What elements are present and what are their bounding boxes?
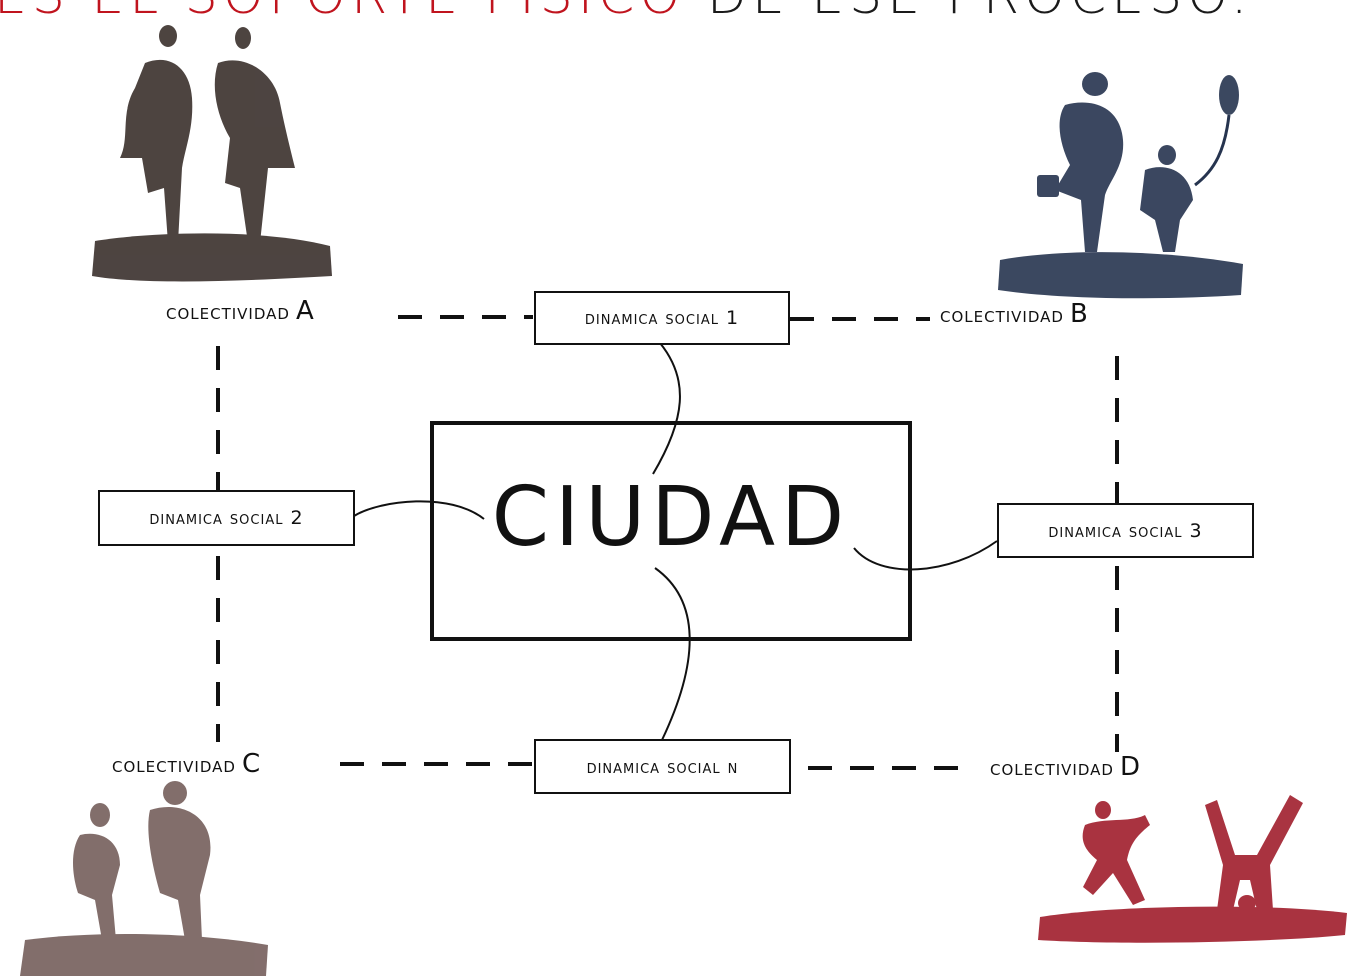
curve-d1-center: [652, 342, 681, 475]
page-heading: ES EL SOPORTE FISICO DE ESE PROCESO.: [0, 0, 1252, 22]
dynamic-social-3-label: DINAMICA SOCIAL 3: [1048, 519, 1203, 542]
mother-child-balloon-illustration: [998, 72, 1243, 299]
dynamic-social-2-box: DINAMICA SOCIAL 2: [98, 490, 355, 546]
dynamic-social-1-label: DINAMICA SOCIAL 1: [584, 307, 740, 329]
city-label: CIUDAD: [491, 470, 851, 565]
dynamic-social-1-box: DINAMICA SOCIAL 1: [534, 291, 790, 345]
collective-b-word: colectividad: [940, 303, 1064, 327]
children-walking-illustration: [20, 781, 268, 976]
collective-d-letter: D: [1119, 752, 1141, 782]
city-box: [430, 421, 912, 641]
collective-d-word: colectividad: [990, 756, 1114, 780]
collective-a-letter: A: [295, 296, 315, 326]
collective-b-letter: B: [1069, 299, 1089, 329]
collective-c-letter: C: [241, 749, 262, 779]
heading-dark-part: DE ESE PROCESO.: [707, 0, 1253, 26]
dynamic-social-n-label: DINAMICA SOCIAL N: [586, 755, 739, 778]
dynamic-social-3-box: DINAMICA SOCIAL 3: [997, 503, 1254, 558]
collective-c-word: colectividad: [112, 753, 236, 777]
curve-dn-center: [654, 567, 691, 741]
collective-a-word: colectividad: [166, 300, 290, 324]
curve-d3-center: [853, 540, 998, 571]
people-walking-illustration: [92, 25, 332, 282]
children-playing-illustration: [1038, 795, 1347, 943]
heading-red-part: ES EL SOPORTE FISICO: [0, 0, 685, 26]
curve-d2-center: [353, 500, 485, 520]
dynamic-social-2-label: DINAMICA SOCIAL 2: [149, 507, 304, 529]
dynamic-social-n-box: DINAMICA SOCIAL N: [534, 739, 791, 794]
